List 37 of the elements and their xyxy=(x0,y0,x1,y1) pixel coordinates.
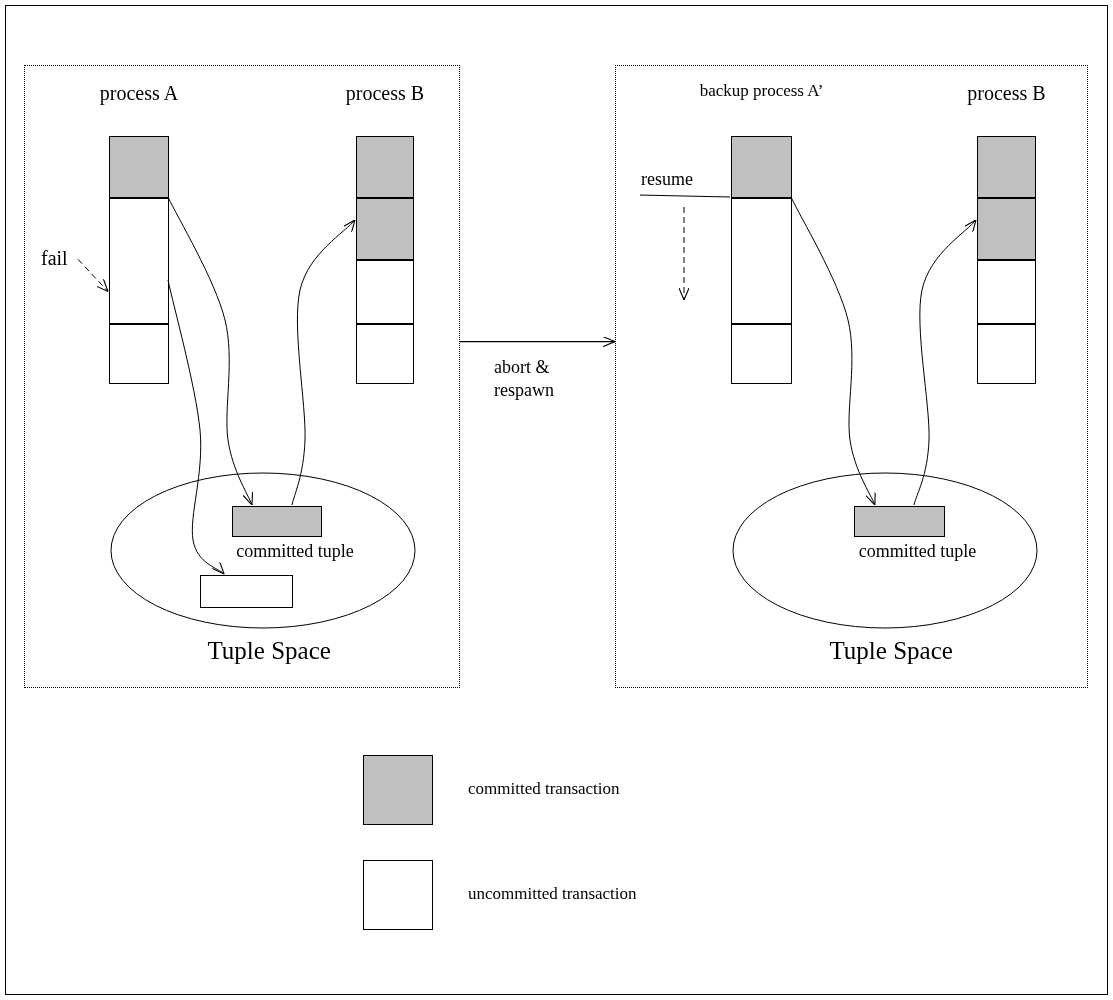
uncommitted-transaction-block xyxy=(356,324,414,384)
uncommitted-transaction-block xyxy=(731,198,792,324)
callout-label: fail xyxy=(41,246,68,270)
committed-transaction-block xyxy=(977,198,1036,260)
panel-frame xyxy=(24,65,460,688)
tuple-box xyxy=(200,575,293,608)
arrow xyxy=(167,279,225,575)
callout-label: resume xyxy=(641,169,693,191)
process-heading: process B xyxy=(967,82,1046,104)
uncommitted-transaction-block xyxy=(977,324,1036,384)
committed-transaction-block xyxy=(356,136,414,198)
committed-transaction-block xyxy=(977,136,1036,198)
space-title: Tuple Space xyxy=(207,637,331,665)
arrow xyxy=(459,336,616,348)
tuple-label: committed tuple xyxy=(858,542,977,562)
uncommitted-transaction-block xyxy=(977,260,1036,324)
legend-label: committed transaction xyxy=(468,780,620,799)
uncommitted-transaction-block xyxy=(109,324,169,384)
process-heading: process A xyxy=(99,82,179,104)
tuple-label: committed tuple xyxy=(236,542,354,562)
process-heading: process B xyxy=(345,82,425,104)
committed-transaction-block xyxy=(109,136,169,198)
leader-line xyxy=(639,194,731,198)
arrow xyxy=(77,258,109,293)
space-title: Tuple Space xyxy=(829,637,953,665)
legend-label: uncommitted transaction xyxy=(468,885,637,904)
uncommitted-transaction-block xyxy=(356,260,414,324)
arrow xyxy=(790,196,876,506)
arrow xyxy=(291,219,356,506)
uncommitted-transaction-block xyxy=(731,324,792,384)
uncommitted-transaction-block xyxy=(109,198,169,324)
committed-transaction-block xyxy=(731,136,792,198)
arrow xyxy=(167,196,253,506)
panel-frame xyxy=(615,65,1088,688)
arrow xyxy=(913,219,977,506)
process-heading: backup process A’ xyxy=(699,82,824,101)
committed-transaction-block xyxy=(356,198,414,260)
